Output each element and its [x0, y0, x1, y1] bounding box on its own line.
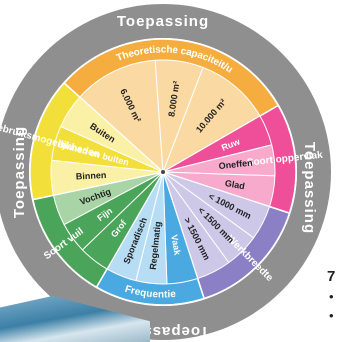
sector-segment-gebruik-3	[60, 96, 164, 173]
sector-item-frequentie-1: Vaak	[169, 234, 183, 257]
sector-segment-capaciteit-3	[162, 66, 261, 174]
sector-layer	[29, 38, 297, 306]
sector-item-oppervlak-3: Glad	[224, 178, 245, 191]
side-bullet-2: •	[329, 308, 334, 323]
wheel-hub	[161, 170, 165, 174]
side-bullet-1: •	[329, 289, 334, 304]
sector-item-oppervlak-2: Oneffen	[218, 158, 253, 172]
side-heading: 7	[327, 268, 336, 285]
ring-label-left: Toepassing	[11, 126, 28, 218]
ring-label-right: Toepassing	[301, 142, 318, 234]
sector-segment-capaciteit-1	[79, 59, 164, 174]
sector-item-gebruik-1: Binnen	[76, 170, 107, 182]
ring-label-top: Toepassing	[117, 13, 209, 30]
